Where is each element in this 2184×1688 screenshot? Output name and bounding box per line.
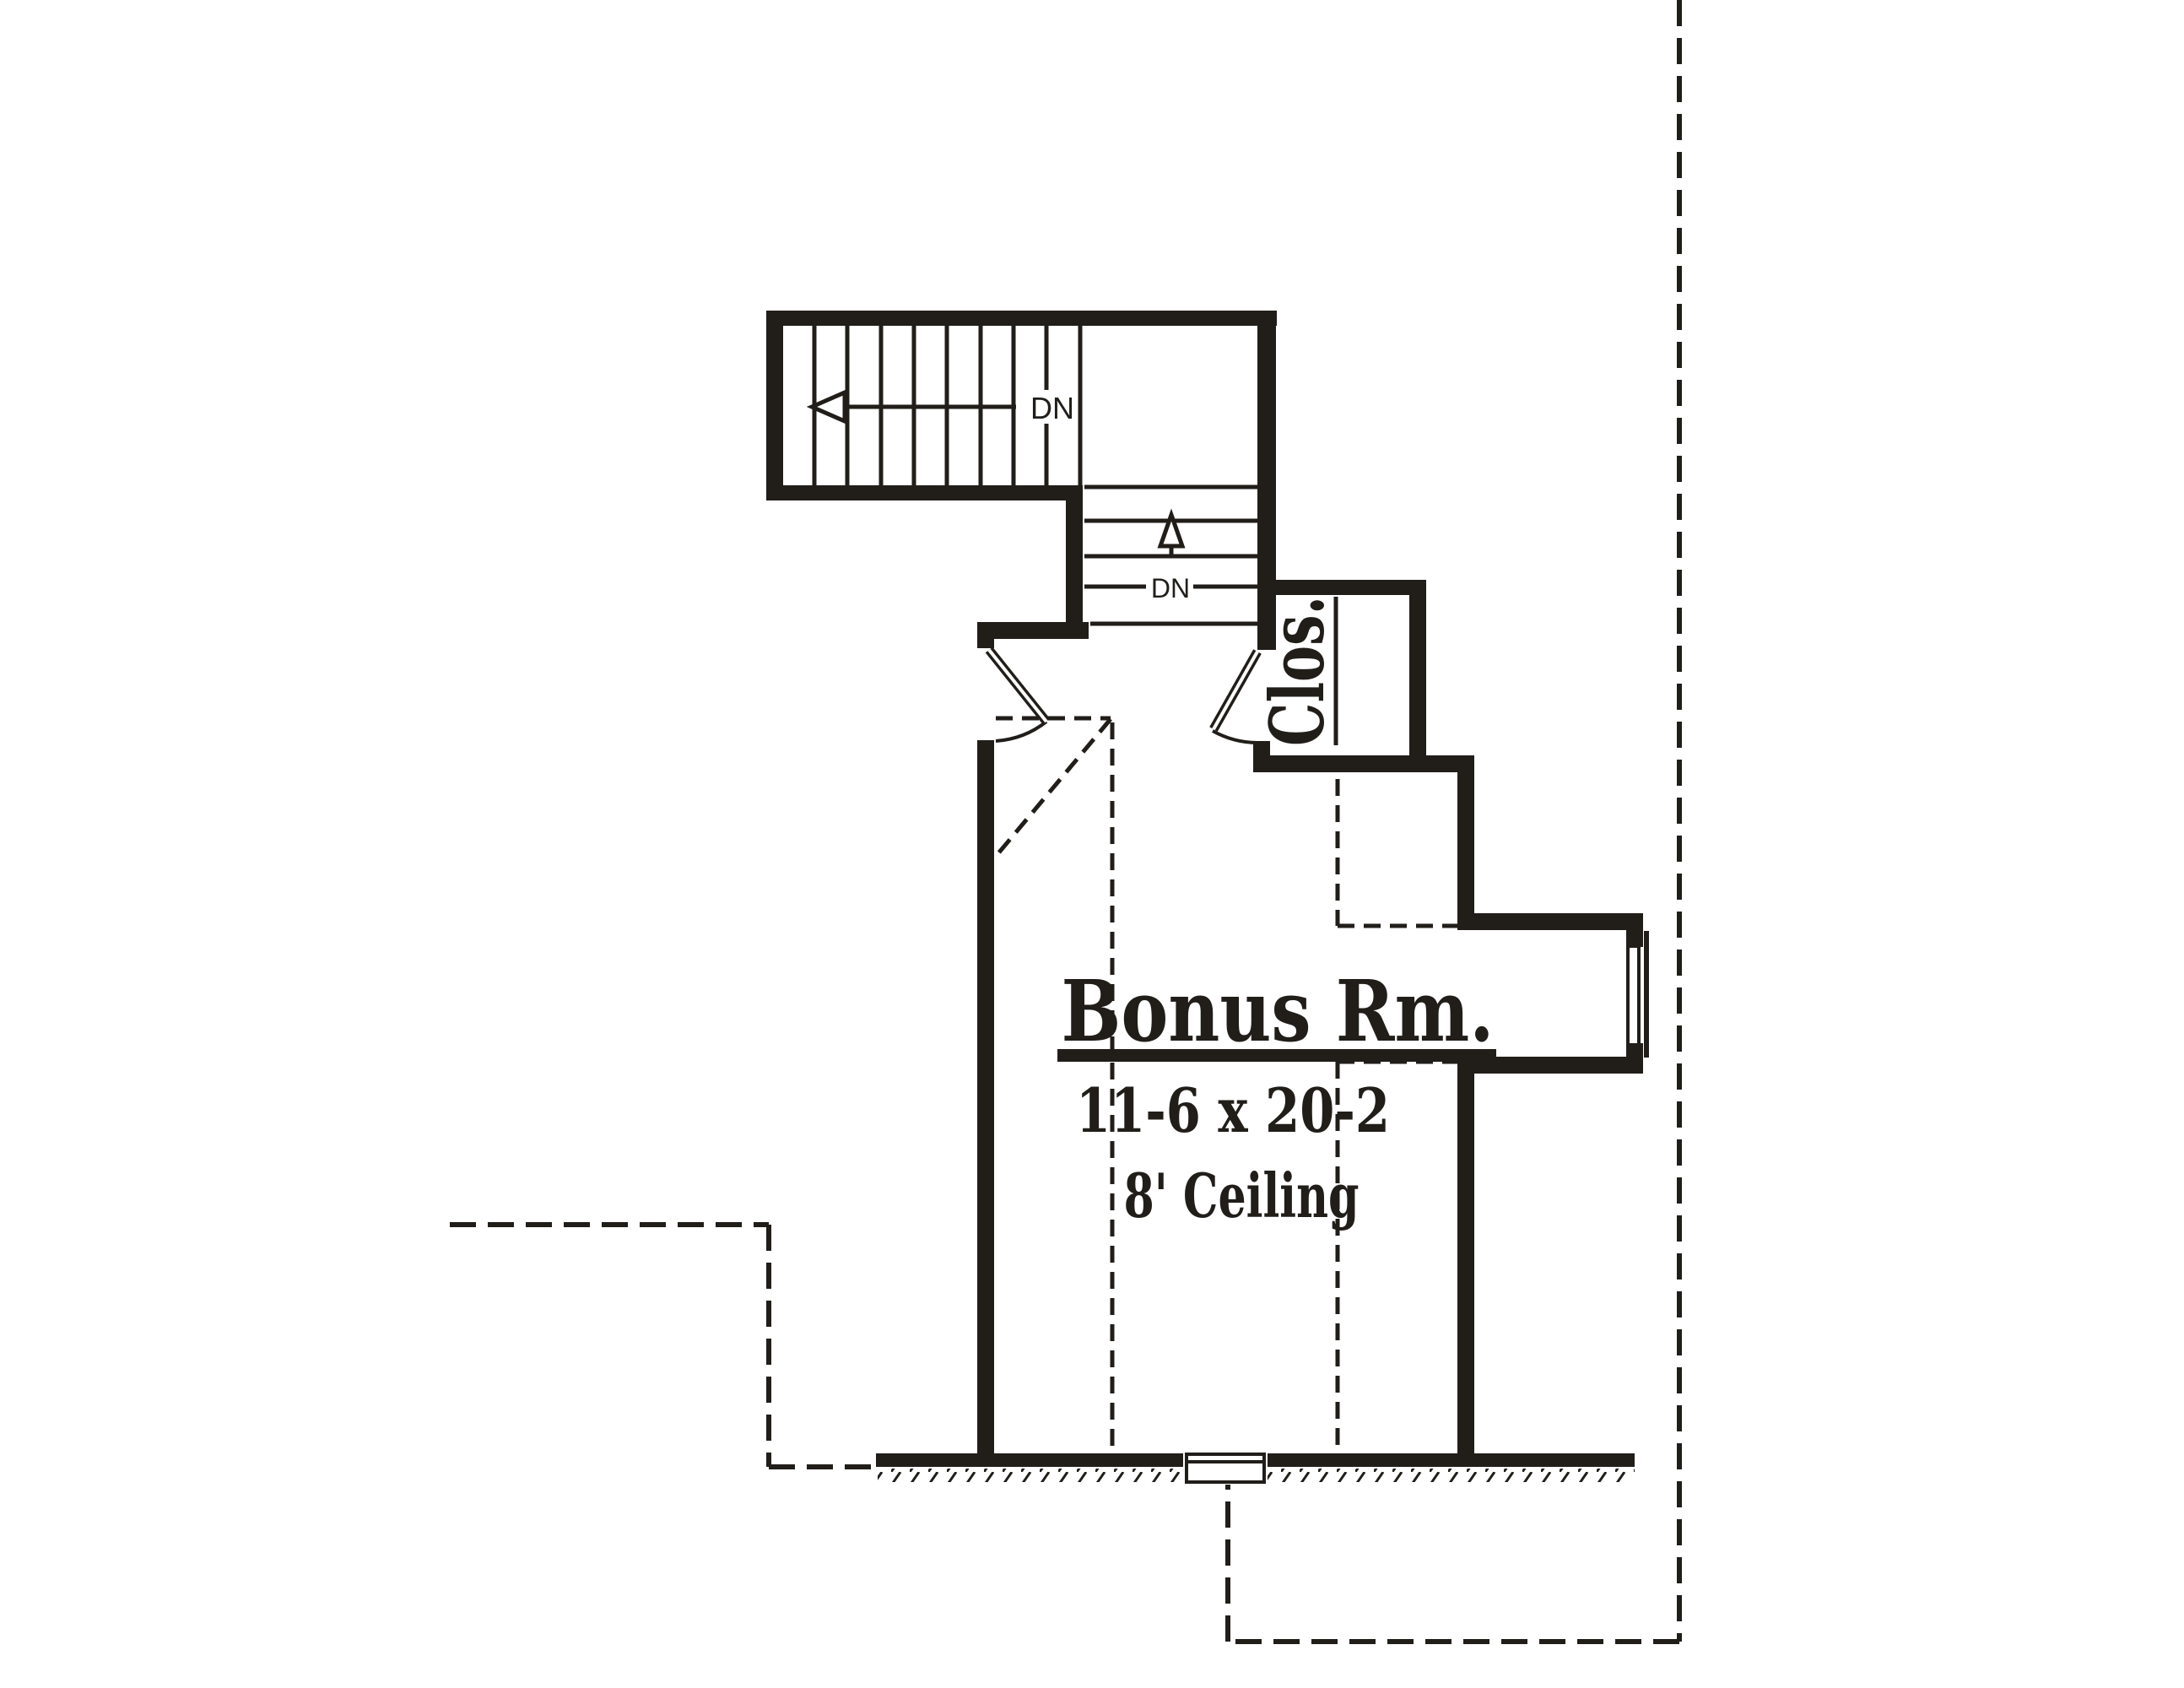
up-arrow-icon bbox=[1157, 508, 1186, 557]
roof-projection-lines bbox=[450, 0, 1682, 1644]
dormer-bump-out bbox=[1457, 772, 1649, 1453]
entry-top-wall bbox=[977, 622, 1089, 639]
closet-door bbox=[1209, 649, 1262, 744]
room-ceiling-label: 8' Ceiling bbox=[1124, 1160, 1360, 1231]
stair-down-lower-label: DN bbox=[1151, 573, 1190, 603]
room-dimensions-label: 11-6 x 20-2 bbox=[1076, 1074, 1390, 1146]
staircase-upper-run: DN bbox=[766, 311, 1277, 650]
dormer-top-wall bbox=[1457, 913, 1643, 930]
closet-door-swing-arc bbox=[1212, 729, 1258, 744]
closet-bottom-wall bbox=[1253, 755, 1474, 772]
staircase-lower-run: DN bbox=[977, 484, 1257, 639]
right-wall-lower bbox=[1457, 1074, 1474, 1453]
closet-right-wall bbox=[1409, 580, 1426, 772]
room-name-label: Bonus Rm. bbox=[1062, 961, 1495, 1061]
closet-door-stub bbox=[1253, 741, 1270, 766]
room-name-underline bbox=[1057, 1049, 1496, 1062]
stair-right-wall bbox=[1257, 311, 1276, 650]
dn-label-backing bbox=[1146, 574, 1193, 601]
bottom-wall-left bbox=[876, 1453, 1186, 1467]
ceiling-break-diagonal-dashed bbox=[992, 717, 1112, 860]
window-top-cap bbox=[1626, 939, 1643, 946]
down-arrow-icon bbox=[806, 389, 1016, 425]
window-outer-frame bbox=[1644, 931, 1649, 1058]
closet: Clos. bbox=[1253, 580, 1474, 772]
window-sash bbox=[1626, 944, 1641, 1047]
dormer-bottom-wall bbox=[1457, 1057, 1643, 1074]
bonus-room-walls bbox=[876, 622, 1635, 1485]
stair-down-label: DN bbox=[1030, 391, 1074, 425]
room-labels: Bonus Rm. 11-6 x 20-2 8' Ceiling bbox=[1057, 961, 1496, 1231]
stair-bottom-wall bbox=[766, 485, 1083, 500]
left-wall bbox=[977, 740, 994, 1453]
closet-top-wall bbox=[1268, 580, 1426, 595]
bottom-wall-right bbox=[1266, 1453, 1635, 1467]
right-wall-upper bbox=[1457, 772, 1474, 913]
dormer-window bbox=[1626, 930, 1649, 1074]
lower-run-left-wall bbox=[1066, 485, 1083, 639]
bottom-window bbox=[1183, 1451, 1268, 1485]
left-wall-door-stub bbox=[977, 622, 994, 648]
stair-top-wall bbox=[766, 311, 1277, 326]
closet-label: Clos. bbox=[1253, 596, 1341, 746]
dn-label-backing bbox=[1028, 390, 1077, 424]
entry-door bbox=[985, 647, 1051, 743]
entry-door-swing-arc bbox=[995, 720, 1048, 743]
stair-left-wall bbox=[766, 311, 783, 500]
